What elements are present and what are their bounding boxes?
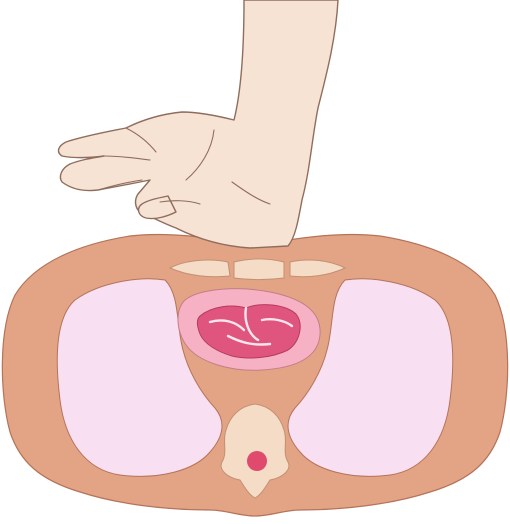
forearm-and-hand [59,0,338,248]
sternum-center-segment [234,259,284,280]
spinal-canal [247,451,267,471]
hand [59,0,338,248]
